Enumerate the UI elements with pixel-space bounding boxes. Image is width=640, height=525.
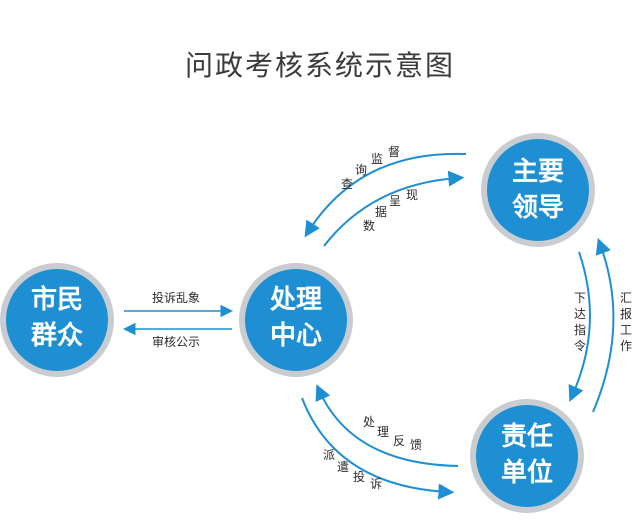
label-process-feedback: 馈 <box>410 438 422 452</box>
label-data-present: 现 <box>406 188 418 202</box>
node-label-line2: 单位 <box>501 457 553 488</box>
label-process-feedback: 处 <box>363 415 375 429</box>
label-report-work: 报 <box>620 306 632 321</box>
label-query-supervise: 监 <box>371 152 383 166</box>
label-issue-instruct: 达 <box>574 307 586 321</box>
label-data-present: 据 <box>375 205 387 219</box>
node-label-line2: 中心 <box>270 321 322 351</box>
label-dispatch-complaint: 遣 <box>337 459 349 474</box>
node-circle <box>6 269 108 371</box>
node-leadership: 主要 领导 <box>481 133 595 247</box>
label-issue-instruct: 指 <box>574 322 586 337</box>
arrow-issue-instruct <box>568 251 591 402</box>
label-report-issue: 投诉乱象 <box>152 290 200 305</box>
arrow-process-feedback <box>315 384 459 467</box>
page-title: 问政考核系统示意图 <box>184 49 455 82</box>
label-query-supervise: 查 <box>341 177 353 191</box>
node-center: 处理 中心 <box>239 263 353 377</box>
label-report-work: 作 <box>620 339 632 353</box>
label-issue-instruct: 令 <box>574 338 586 353</box>
node-circle <box>245 269 347 371</box>
node-label-line1: 市民 <box>31 284 83 315</box>
arrow-query-supervise <box>304 152 467 238</box>
label-process-feedback: 反 <box>393 434 405 448</box>
arrow-data-present <box>323 170 465 247</box>
label-report-work: 汇 <box>620 291 632 305</box>
label-query-supervise: 督 <box>388 144 400 159</box>
node-circle <box>487 139 589 241</box>
node-label-line2: 群众 <box>30 321 83 351</box>
label-data-present: 呈 <box>389 194 401 208</box>
label-process-feedback: 理 <box>377 425 389 439</box>
node-citizens: 市民 群众 <box>0 263 114 377</box>
label-dispatch-complaint: 诉 <box>370 477 382 491</box>
label-data-present: 数 <box>363 218 375 233</box>
node-label-line1: 主要 <box>512 157 564 187</box>
label-dispatch-complaint: 投 <box>353 469 365 484</box>
label-review-public: 审核公示 <box>152 334 200 349</box>
node-label-line1: 责任 <box>501 422 553 452</box>
arrow-dispatch-complaint <box>301 397 455 500</box>
arrow-report-work <box>592 237 615 413</box>
node-label-line1: 处理 <box>269 285 322 315</box>
label-issue-instruct: 下 <box>574 291 586 305</box>
label-dispatch-complaint: 派 <box>323 448 335 462</box>
label-report-work: 工 <box>620 323 632 337</box>
node-units: 责任 单位 <box>470 399 584 513</box>
label-query-supervise: 询 <box>355 163 367 177</box>
node-circle <box>476 405 578 507</box>
node-label-line2: 领导 <box>512 192 564 223</box>
